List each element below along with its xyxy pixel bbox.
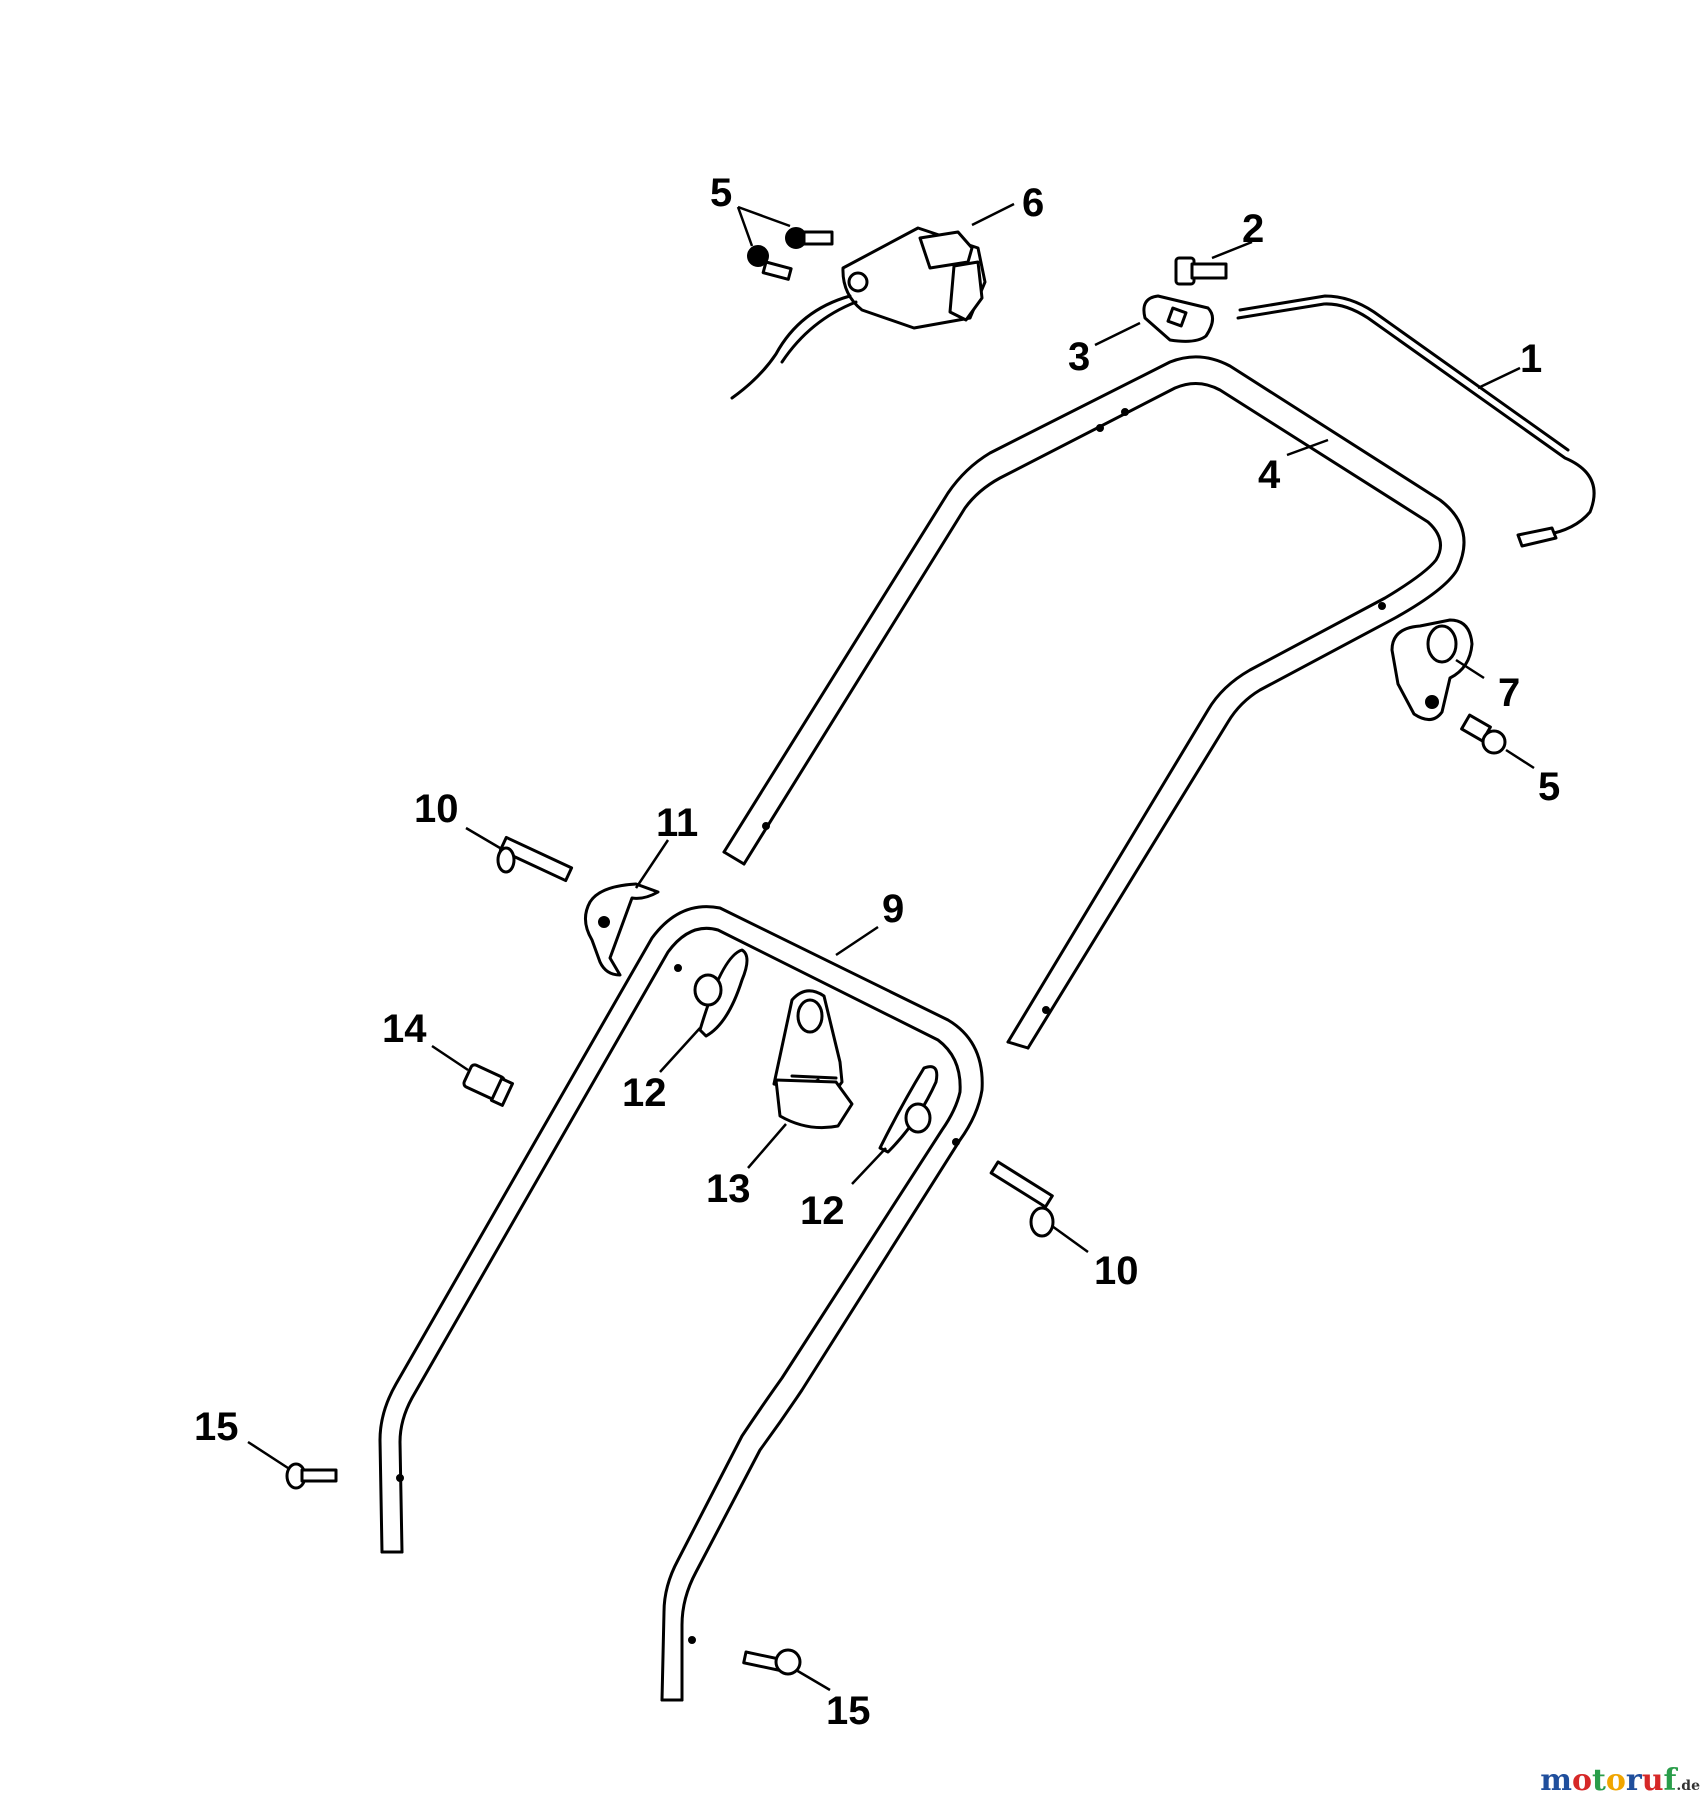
switch-box: [730, 226, 987, 400]
callout-5-right: 5: [1538, 765, 1560, 809]
callout-13: 13: [706, 1167, 751, 1211]
callout-12-right: 12: [800, 1189, 845, 1233]
callout-15-left: 15: [194, 1405, 239, 1449]
watermark-letter: m: [1540, 1763, 1572, 1798]
callout-6: 6: [1022, 181, 1044, 225]
callout-1: 1: [1520, 337, 1542, 381]
bracket-13: [772, 989, 854, 1130]
callout-2: 2: [1242, 207, 1264, 251]
bolt-10-right: [989, 1160, 1055, 1238]
callout-10-left: 10: [414, 787, 459, 831]
watermark-letter: o: [1605, 1763, 1626, 1798]
watermark-suffix: .de: [1676, 1778, 1700, 1794]
control-cable: [1236, 294, 1596, 548]
screw-15-bottom: [742, 1648, 802, 1676]
bolt-10-left: [496, 835, 574, 883]
leader-lines: [247, 202, 1535, 1692]
watermark-logo: motoruf.de: [1540, 1763, 1700, 1798]
screw-5-right: [1460, 713, 1507, 755]
callout-11: 11: [656, 801, 698, 845]
cable-clamp: [1142, 294, 1214, 343]
callout-14: 14: [382, 1007, 427, 1051]
callout-3: 3: [1068, 335, 1090, 379]
screw-5-top-b: [747, 245, 793, 281]
watermark-letter: o: [1572, 1763, 1593, 1798]
lever-12-right: [878, 1065, 939, 1154]
upper-handle-bar: [722, 355, 1466, 1050]
watermark-letter: r: [1625, 1763, 1642, 1798]
callout-15-bottom: 15: [826, 1689, 871, 1733]
callout-4: 4: [1258, 453, 1281, 497]
callout-5-top: 5: [710, 171, 732, 215]
part-14-sleeve: [462, 1063, 515, 1107]
watermark-letter: f: [1663, 1763, 1677, 1798]
handle-clamp: [1390, 618, 1474, 721]
bolt-2: [1174, 256, 1228, 286]
lever-12-left: [693, 948, 749, 1038]
bracket-11: [584, 882, 660, 977]
watermark-letter: u: [1641, 1763, 1664, 1798]
watermark-letter: t: [1592, 1763, 1606, 1798]
screw-5-top-a: [785, 227, 834, 249]
callout-7: 7: [1498, 671, 1520, 715]
callout-12-left: 12: [622, 1071, 667, 1115]
lower-handle-bar: [378, 905, 984, 1702]
callout-9: 9: [882, 887, 904, 931]
screw-15-left: [285, 1462, 338, 1490]
callout-10-right: 10: [1094, 1249, 1139, 1293]
callout-labels: 1 2 3 4 5 6 7 5 9 10 11 14 12 13 12 10 1…: [194, 171, 1560, 1733]
